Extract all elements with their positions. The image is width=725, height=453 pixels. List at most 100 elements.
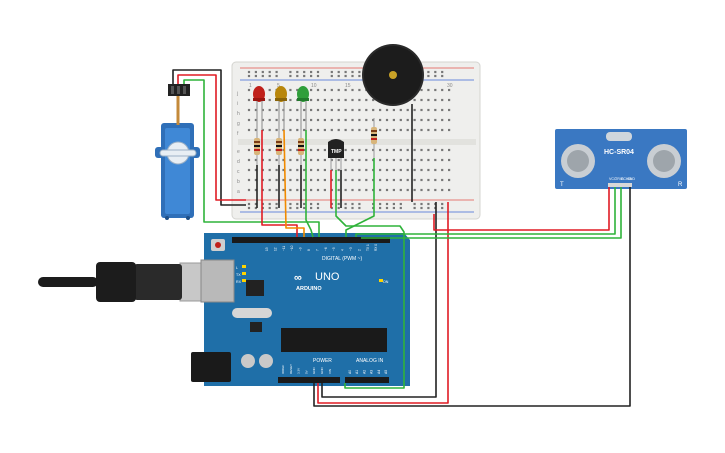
breadboard-hole[interactable] xyxy=(365,178,368,182)
breadboard-hole[interactable] xyxy=(441,158,444,162)
breadboard-hole[interactable] xyxy=(296,168,299,172)
breadboard-hole[interactable] xyxy=(351,168,354,172)
breadboard-hole[interactable] xyxy=(268,148,271,152)
breadboard-hole[interactable] xyxy=(316,206,320,210)
breadboard-hole[interactable] xyxy=(448,168,451,172)
breadboard-hole[interactable] xyxy=(323,188,326,192)
breadboard-hole[interactable] xyxy=(323,128,326,132)
breadboard-hole[interactable] xyxy=(351,202,354,206)
breadboard-hole[interactable] xyxy=(344,128,347,132)
breadboard-hole[interactable] xyxy=(289,74,292,78)
breadboard-hole[interactable] xyxy=(337,168,340,172)
breadboard-hole[interactable] xyxy=(310,118,313,122)
breadboard-hole[interactable] xyxy=(316,128,320,132)
breadboard-hole[interactable] xyxy=(310,108,313,112)
wire-servo-signal[interactable] xyxy=(183,79,320,237)
breadboard-hole[interactable] xyxy=(385,108,389,112)
breadboard-hole[interactable] xyxy=(289,148,292,152)
breadboard-hole[interactable] xyxy=(247,98,251,102)
breadboard-hole[interactable] xyxy=(379,108,382,112)
breadboard-hole[interactable] xyxy=(268,206,271,210)
breadboard-hole[interactable] xyxy=(337,88,340,92)
breadboard-hole[interactable] xyxy=(310,168,313,172)
breadboard-hole[interactable] xyxy=(406,188,409,192)
breadboard-hole[interactable] xyxy=(413,202,416,206)
breadboard-hole[interactable] xyxy=(448,88,451,92)
breadboard-hole[interactable] xyxy=(282,188,285,192)
breadboard-hole[interactable] xyxy=(337,108,340,112)
breadboard-hole[interactable] xyxy=(385,168,389,172)
breadboard-hole[interactable] xyxy=(441,128,444,132)
breadboard-hole[interactable] xyxy=(344,206,347,210)
breadboard-hole[interactable] xyxy=(420,98,423,102)
breadboard-hole[interactable] xyxy=(268,98,271,102)
breadboard-hole[interactable] xyxy=(310,70,313,74)
wire-led-green[interactable] xyxy=(305,130,314,238)
breadboard-hole[interactable] xyxy=(365,158,368,162)
breadboard-hole[interactable] xyxy=(310,188,313,192)
breadboard-hole[interactable] xyxy=(303,206,306,210)
breadboard-hole[interactable] xyxy=(448,148,451,152)
breadboard-hole[interactable] xyxy=(316,158,320,162)
breadboard-hole[interactable] xyxy=(310,178,313,182)
breadboard-hole[interactable] xyxy=(358,108,361,112)
breadboard-hole[interactable] xyxy=(296,206,299,210)
breadboard-hole[interactable] xyxy=(275,178,278,182)
breadboard-hole[interactable] xyxy=(420,108,423,112)
breadboard-hole[interactable] xyxy=(268,188,271,192)
breadboard-hole[interactable] xyxy=(268,118,271,122)
breadboard-hole[interactable] xyxy=(372,98,375,102)
breadboard-hole[interactable] xyxy=(448,128,451,132)
breadboard-hole[interactable] xyxy=(441,188,444,192)
breadboard-hole[interactable] xyxy=(323,98,326,102)
breadboard-hole[interactable] xyxy=(296,148,299,152)
breadboard-hole[interactable] xyxy=(282,148,285,152)
breadboard-hole[interactable] xyxy=(351,206,354,210)
breadboard-hole[interactable] xyxy=(310,202,313,206)
breadboard-hole[interactable] xyxy=(351,74,354,78)
breadboard-hole[interactable] xyxy=(289,168,292,172)
breadboard-hole[interactable] xyxy=(344,188,347,192)
breadboard-hole[interactable] xyxy=(261,128,264,132)
breadboard-hole[interactable] xyxy=(351,148,354,152)
breadboard-hole[interactable] xyxy=(254,202,257,206)
breadboard-hole[interactable] xyxy=(303,108,306,112)
breadboard-hole[interactable] xyxy=(413,108,416,112)
breadboard-hole[interactable] xyxy=(337,74,340,78)
breadboard-hole[interactable] xyxy=(330,74,333,78)
breadboard-hole[interactable] xyxy=(282,168,285,172)
breadboard-hole[interactable] xyxy=(275,202,278,206)
breadboard-hole[interactable] xyxy=(351,118,354,122)
breadboard-hole[interactable] xyxy=(330,158,333,162)
breadboard-hole[interactable] xyxy=(247,108,251,112)
breadboard-hole[interactable] xyxy=(358,178,361,182)
breadboard-hole[interactable] xyxy=(441,168,444,172)
breadboard-hole[interactable] xyxy=(296,202,299,206)
breadboard-hole[interactable] xyxy=(399,148,402,152)
breadboard-hole[interactable] xyxy=(296,158,299,162)
breadboard-hole[interactable] xyxy=(289,98,292,102)
servo-motor[interactable] xyxy=(155,84,200,220)
breadboard-hole[interactable] xyxy=(247,202,251,206)
breadboard-hole[interactable] xyxy=(413,168,416,172)
breadboard-hole[interactable] xyxy=(420,158,423,162)
breadboard-hole[interactable] xyxy=(247,118,251,122)
breadboard-hole[interactable] xyxy=(427,206,430,210)
breadboard-hole[interactable] xyxy=(316,70,320,74)
breadboard-hole[interactable] xyxy=(316,74,320,78)
breadboard-hole[interactable] xyxy=(275,168,278,172)
wire-buzzer-signal[interactable] xyxy=(345,158,375,237)
breadboard-hole[interactable] xyxy=(448,188,451,192)
breadboard-hole[interactable] xyxy=(247,88,251,92)
breadboard-hole[interactable] xyxy=(330,88,333,92)
breadboard-hole[interactable] xyxy=(413,206,416,210)
breadboard-hole[interactable] xyxy=(434,98,437,102)
breadboard-hole[interactable] xyxy=(427,118,430,122)
breadboard-hole[interactable] xyxy=(247,188,251,192)
breadboard-hole[interactable] xyxy=(337,178,340,182)
breadboard-hole[interactable] xyxy=(392,128,395,132)
breadboard-hole[interactable] xyxy=(434,148,437,152)
breadboard-hole[interactable] xyxy=(344,118,347,122)
breadboard-hole[interactable] xyxy=(344,148,347,152)
breadboard-hole[interactable] xyxy=(399,188,402,192)
